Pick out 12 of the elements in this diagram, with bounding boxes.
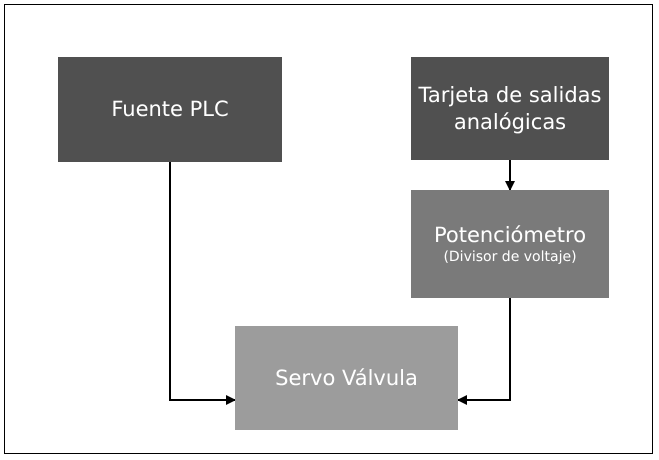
node-title: Fuente PLC [111,96,229,123]
node-title: Servo Válvula [275,364,418,392]
node-title: Tarjeta de salidas analógicas [418,82,602,135]
arrow [457,298,511,405]
node-subtitle: (Divisor de voltaje) [443,248,577,266]
node-title: Potenciómetro [434,222,586,249]
output-card-box [411,57,609,160]
source-box [58,57,282,162]
servo-valve-box [235,326,458,430]
potentiometer-box [411,190,609,298]
arrow [505,160,515,191]
arrow [169,162,236,405]
